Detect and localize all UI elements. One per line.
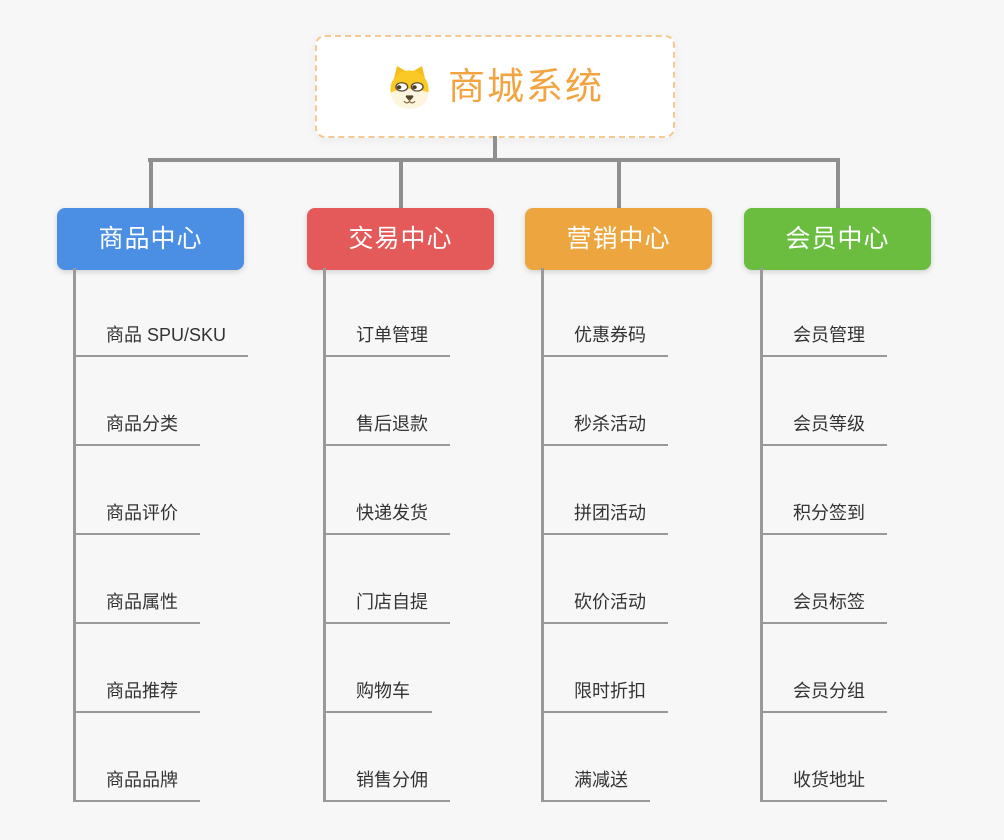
branch-label: 交易中心	[348, 224, 453, 253]
leaf-node[interactable]: 会员分组	[760, 679, 887, 713]
leaf-node[interactable]: 拼团活动	[541, 501, 668, 535]
leaf-node[interactable]: 商品属性	[73, 590, 200, 624]
connector-branch-drop	[836, 158, 840, 210]
leaf-node[interactable]: 优惠券码	[541, 323, 668, 357]
leaf-node[interactable]: 销售分佣	[323, 768, 450, 802]
leaf-node[interactable]: 门店自提	[323, 590, 450, 624]
root-label: 商城系统	[448, 66, 604, 107]
leaf-node[interactable]: 会员管理	[760, 323, 887, 357]
leaf-node[interactable]: 购物车	[323, 679, 432, 713]
branch-node[interactable]: 交易中心	[307, 208, 494, 270]
leaf-node[interactable]: 商品品牌	[73, 768, 200, 802]
connector-branch-spine	[541, 268, 544, 802]
leaf-node[interactable]: 秒杀活动	[541, 412, 668, 446]
leaf-node[interactable]: 积分签到	[760, 501, 887, 535]
leaf-node[interactable]: 订单管理	[323, 323, 450, 357]
leaf-node[interactable]: 商品评价	[73, 501, 200, 535]
branch-label: 营销中心	[566, 224, 671, 253]
leaf-node[interactable]: 商品分类	[73, 412, 200, 446]
branch-label: 商品中心	[98, 224, 203, 253]
connector-branch-spine	[73, 268, 76, 802]
connector-root-stem	[493, 136, 497, 162]
connector-branch-drop	[617, 158, 621, 210]
connector-branch-spine	[323, 268, 326, 802]
leaf-node[interactable]: 商品 SPU/SKU	[73, 323, 249, 357]
leaf-node[interactable]: 收货地址	[760, 768, 887, 802]
leaf-node[interactable]: 限时折扣	[541, 679, 668, 713]
connector-branch-drop	[399, 158, 403, 210]
leaf-node[interactable]: 满减送	[541, 768, 650, 802]
leaf-node[interactable]: 砍价活动	[541, 590, 668, 624]
branch-node[interactable]: 商品中心	[57, 208, 244, 270]
leaf-node[interactable]: 商品推荐	[73, 679, 200, 713]
dog-face-icon	[386, 63, 433, 110]
root-node[interactable]: 商城系统	[315, 35, 675, 138]
connector-branch-drop	[149, 158, 153, 210]
connector-rail	[148, 158, 839, 162]
branch-label: 会员中心	[785, 224, 890, 253]
connector-branch-spine	[760, 268, 763, 802]
branch-node[interactable]: 营销中心	[525, 208, 712, 270]
leaf-node[interactable]: 快递发货	[323, 501, 450, 535]
leaf-node[interactable]: 售后退款	[323, 412, 450, 446]
leaf-node[interactable]: 会员标签	[760, 590, 887, 624]
leaf-node[interactable]: 会员等级	[760, 412, 887, 446]
branch-node[interactable]: 会员中心	[744, 208, 931, 270]
